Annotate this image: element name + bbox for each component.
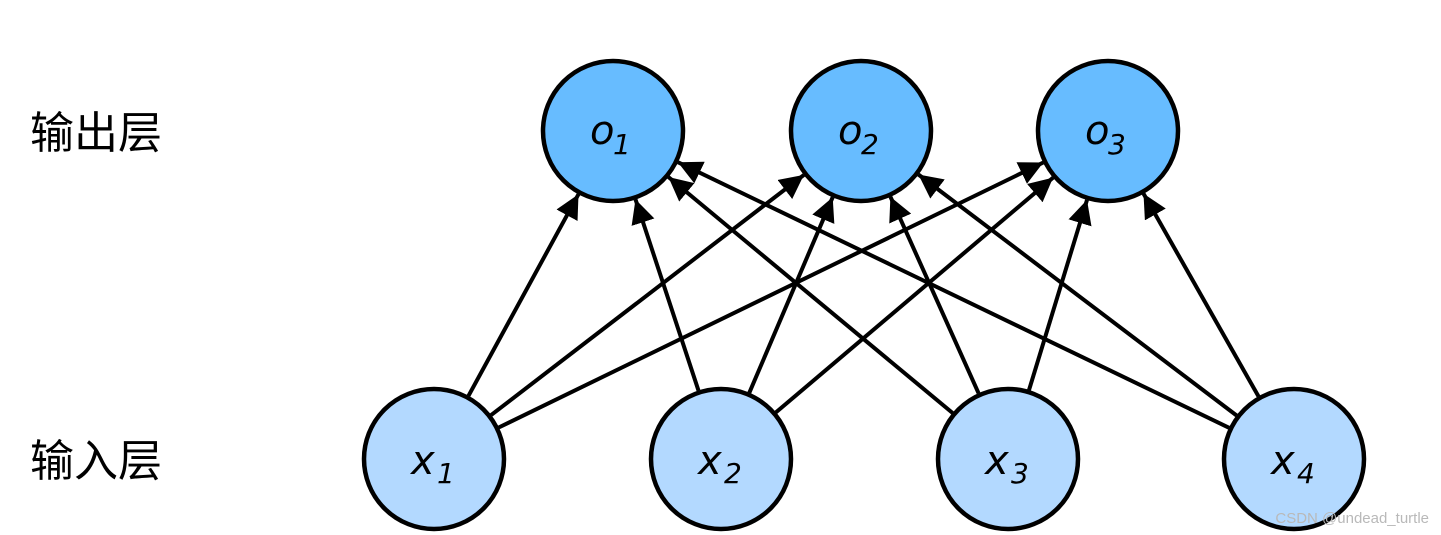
output-node-o1: o 1 bbox=[540, 58, 686, 204]
node-subscript: 4 bbox=[1297, 457, 1315, 490]
node-subscript: 3 bbox=[1011, 457, 1029, 490]
node-var: o bbox=[838, 108, 862, 154]
connection-arrow-x4-o3 bbox=[1141, 192, 1261, 398]
connection-arrow-x4-o2 bbox=[917, 172, 1238, 418]
connection-arrow-x1-o2 bbox=[489, 173, 806, 417]
input-node-x2: x 2 bbox=[648, 386, 794, 532]
node-var: o bbox=[590, 108, 614, 154]
input-layer-label: 输入层 bbox=[30, 436, 162, 487]
node-var: x bbox=[1269, 438, 1295, 484]
node-subscript: 2 bbox=[861, 128, 879, 161]
node-var: o bbox=[1085, 108, 1109, 154]
connections bbox=[466, 160, 1261, 430]
watermark-text: CSDN @undead_turtle bbox=[1275, 510, 1429, 527]
connection-arrow-x3-o2 bbox=[888, 195, 981, 395]
node-var: x bbox=[983, 438, 1009, 484]
node-subscript: 1 bbox=[437, 457, 455, 490]
node-subscript: 2 bbox=[724, 457, 742, 490]
output-layer-label: 输出层 bbox=[30, 108, 162, 159]
connection-arrow-x3-o1 bbox=[667, 175, 954, 415]
connection-arrow-x3-o3 bbox=[1027, 199, 1092, 391]
node-var: x bbox=[409, 438, 435, 484]
input-node-x4: x 4 bbox=[1221, 386, 1367, 532]
output-node-o3: o 3 bbox=[1035, 58, 1181, 204]
connection-arrow-x2-o1 bbox=[631, 198, 701, 392]
connection-arrow-x2-o2 bbox=[747, 196, 835, 394]
input-node-x1: x 1 bbox=[361, 386, 507, 532]
connection-arrow-x1-o3 bbox=[497, 160, 1045, 430]
connection-arrow-x2-o3 bbox=[774, 176, 1055, 414]
connection-arrow-x1-o1 bbox=[466, 193, 581, 397]
input-node-x3: x 3 bbox=[935, 386, 1081, 532]
node-subscript: 3 bbox=[1108, 128, 1126, 161]
output-node-o2: o 2 bbox=[788, 58, 934, 204]
node-subscript: 1 bbox=[613, 128, 631, 161]
node-var: x bbox=[696, 438, 722, 484]
connection-arrow-x4-o1 bbox=[677, 160, 1230, 430]
